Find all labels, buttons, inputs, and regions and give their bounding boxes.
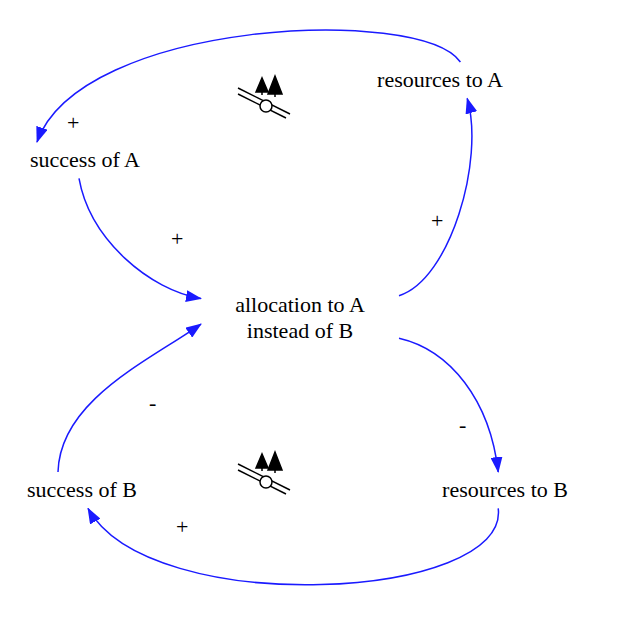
- causal-link: [399, 338, 498, 472]
- variable-node: resources to A: [372, 65, 508, 95]
- variable-node: resources to B: [437, 475, 573, 505]
- variable-text: success of B: [26, 477, 138, 503]
- snowball-icon: [238, 76, 290, 118]
- polarity-sign: +: [175, 516, 189, 538]
- polarity-sign: -: [458, 414, 467, 436]
- variable-text: resources to A: [376, 67, 504, 93]
- variable-text: success of A: [29, 147, 141, 173]
- snowball-icon: [238, 452, 290, 494]
- variable-text: allocation to A instead of B: [208, 292, 392, 345]
- polarity-sign: +: [430, 210, 444, 232]
- variable-node: success of B: [22, 475, 142, 505]
- variable-node: success of A: [25, 145, 145, 175]
- variable-text: resources to B: [441, 477, 569, 503]
- causal-link: [88, 508, 498, 584]
- polarity-sign: +: [170, 228, 184, 250]
- polarity-sign: +: [66, 112, 80, 134]
- polarity-sign: -: [148, 392, 157, 414]
- causal-link: [58, 324, 201, 472]
- causal-link: [79, 178, 201, 298]
- variable-node: allocation to A instead of B: [204, 290, 396, 347]
- causal-link: [399, 98, 472, 295]
